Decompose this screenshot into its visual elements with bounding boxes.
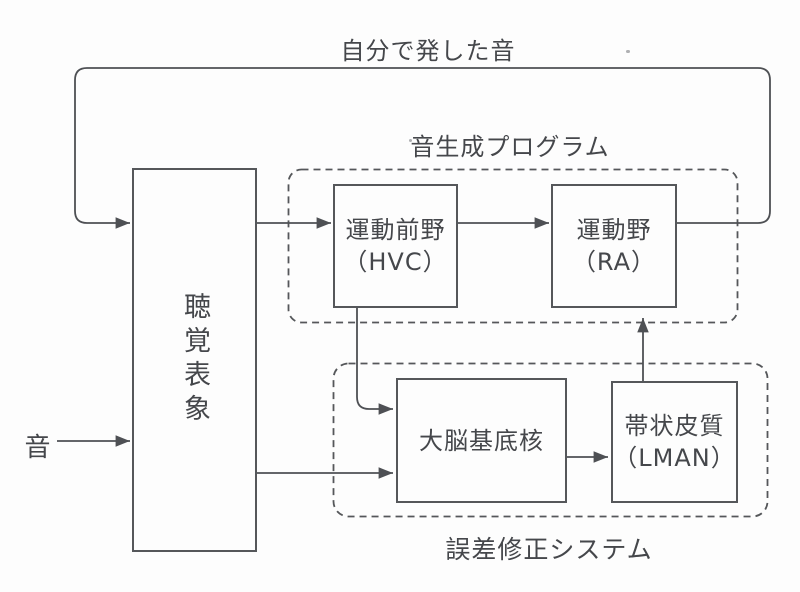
node-auditory-representation: 聴覚表象 <box>132 168 257 552</box>
label-error-correction-system: 誤差修正システム <box>445 535 653 564</box>
edge-feedback-loop <box>74 67 771 229</box>
edge-hvc-to-basal-ganglia <box>356 308 393 415</box>
node-basal-ganglia-label: 大脳基底核 <box>419 426 544 455</box>
label-sound-input: 音 <box>24 433 52 463</box>
node-cingulate-cortex-sublabel: （LMAN） <box>613 444 736 472</box>
label-self-produced-sound: 自分で発した音 <box>340 37 516 65</box>
node-motor-area-label: 運動野 <box>576 216 652 244</box>
node-cingulate-cortex-lman: 帯状皮質 （LMAN） <box>611 381 738 503</box>
node-cingulate-cortex-label: 帯状皮質 <box>624 412 725 440</box>
node-premotor-area-label: 運動前野 <box>345 216 446 244</box>
node-premotor-area-hvc: 運動前野 （HVC） <box>333 184 458 308</box>
node-basal-ganglia: 大脳基底核 <box>396 378 567 503</box>
group-error-correction-border <box>332 362 769 518</box>
label-sound-generation-program: 音生成プログラム <box>410 133 610 161</box>
node-motor-area-ra: 運動野 （RA） <box>551 184 677 308</box>
node-premotor-area-sublabel: （HVC） <box>343 248 448 276</box>
node-motor-area-sublabel: （RA） <box>571 248 657 276</box>
node-auditory-representation-label: 聴覚表象 <box>179 292 210 428</box>
scan-speck <box>409 139 412 142</box>
group-sound-program-border <box>287 168 739 324</box>
scan-speck <box>626 50 630 53</box>
